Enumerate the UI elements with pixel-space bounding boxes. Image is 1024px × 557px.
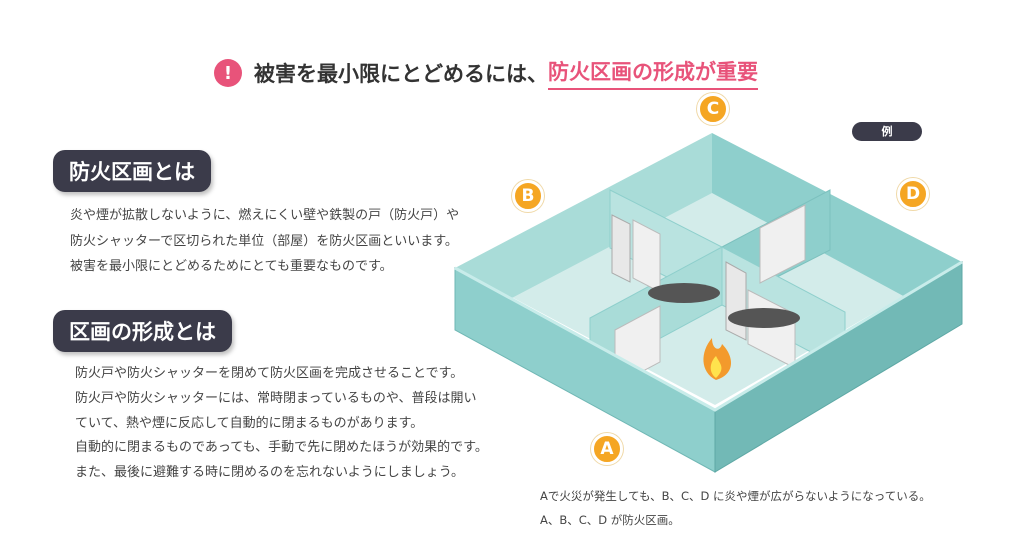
section1-text: 炎や煙が拡散しないように、燃えにくい壁や鉄製の戸（防火戸）や 防火シャッターで区… xyxy=(70,203,459,280)
text-line: 防火戸や防火シャッターを閉めて防火区画を完成させることです。 xyxy=(75,366,464,381)
label-b: B xyxy=(512,180,544,212)
text-line: また、最後に避難する時に閉めるのを忘れないようにしましょう。 xyxy=(75,465,464,481)
section2-text: 防火戸や防火シャッターを閉めて防火区画を完成させることです。 防火戸や防火シャッ… xyxy=(75,362,488,486)
text-line: 防火シャッターで区切られた単位（部屋）を防火区画といいます。 xyxy=(70,233,458,249)
label-d: D xyxy=(897,178,929,210)
text-line: ていて、熱や煙に反応して自動的に閉まるものがあります。 xyxy=(75,415,424,431)
page-title: ! 被害を最小限にとどめるには、 防火区画の形成が重要 xyxy=(214,56,758,90)
title-prefix: 被害を最小限にとどめるには、 xyxy=(254,62,548,86)
smoke-icon xyxy=(648,283,720,303)
label-c: C xyxy=(697,93,729,125)
back-left-wall xyxy=(455,133,712,320)
section1-heading: 防火区画とは xyxy=(53,150,211,192)
label-a: A xyxy=(591,433,623,465)
text-line: 防火戸や防火シャッターには、常時閉まっているものや、普段は開い xyxy=(75,390,477,406)
fire-icon xyxy=(710,356,722,378)
text-line: 炎や煙が拡散しないように、燃えにくい壁や鉄製の戸（防火戸）や xyxy=(70,208,460,223)
diagram-caption: Aで火災が発生しても、B、C、D に炎や煙が広がらないようになっている。 A、B… xyxy=(540,484,931,532)
back-right-wall xyxy=(712,133,962,320)
caption-line: Aで火災が発生しても、B、C、D に炎や煙が広がらないようになっている。 xyxy=(540,489,931,503)
text-line: 被害を最小限にとどめるためにとても重要なものです。 xyxy=(70,259,393,274)
title-highlight: 防火区画の形成が重要 xyxy=(548,56,758,90)
text-line: 自動的に閉まるものであっても、手動で先に閉めたほうが効果的です。 xyxy=(75,440,488,456)
exclamation-icon: ! xyxy=(214,59,242,87)
section2-heading: 区画の形成とは xyxy=(53,310,232,352)
example-badge: 例 xyxy=(852,122,922,141)
smoke-icon xyxy=(728,308,800,328)
caption-line: A、B、C、D が防火区画。 xyxy=(540,513,680,527)
